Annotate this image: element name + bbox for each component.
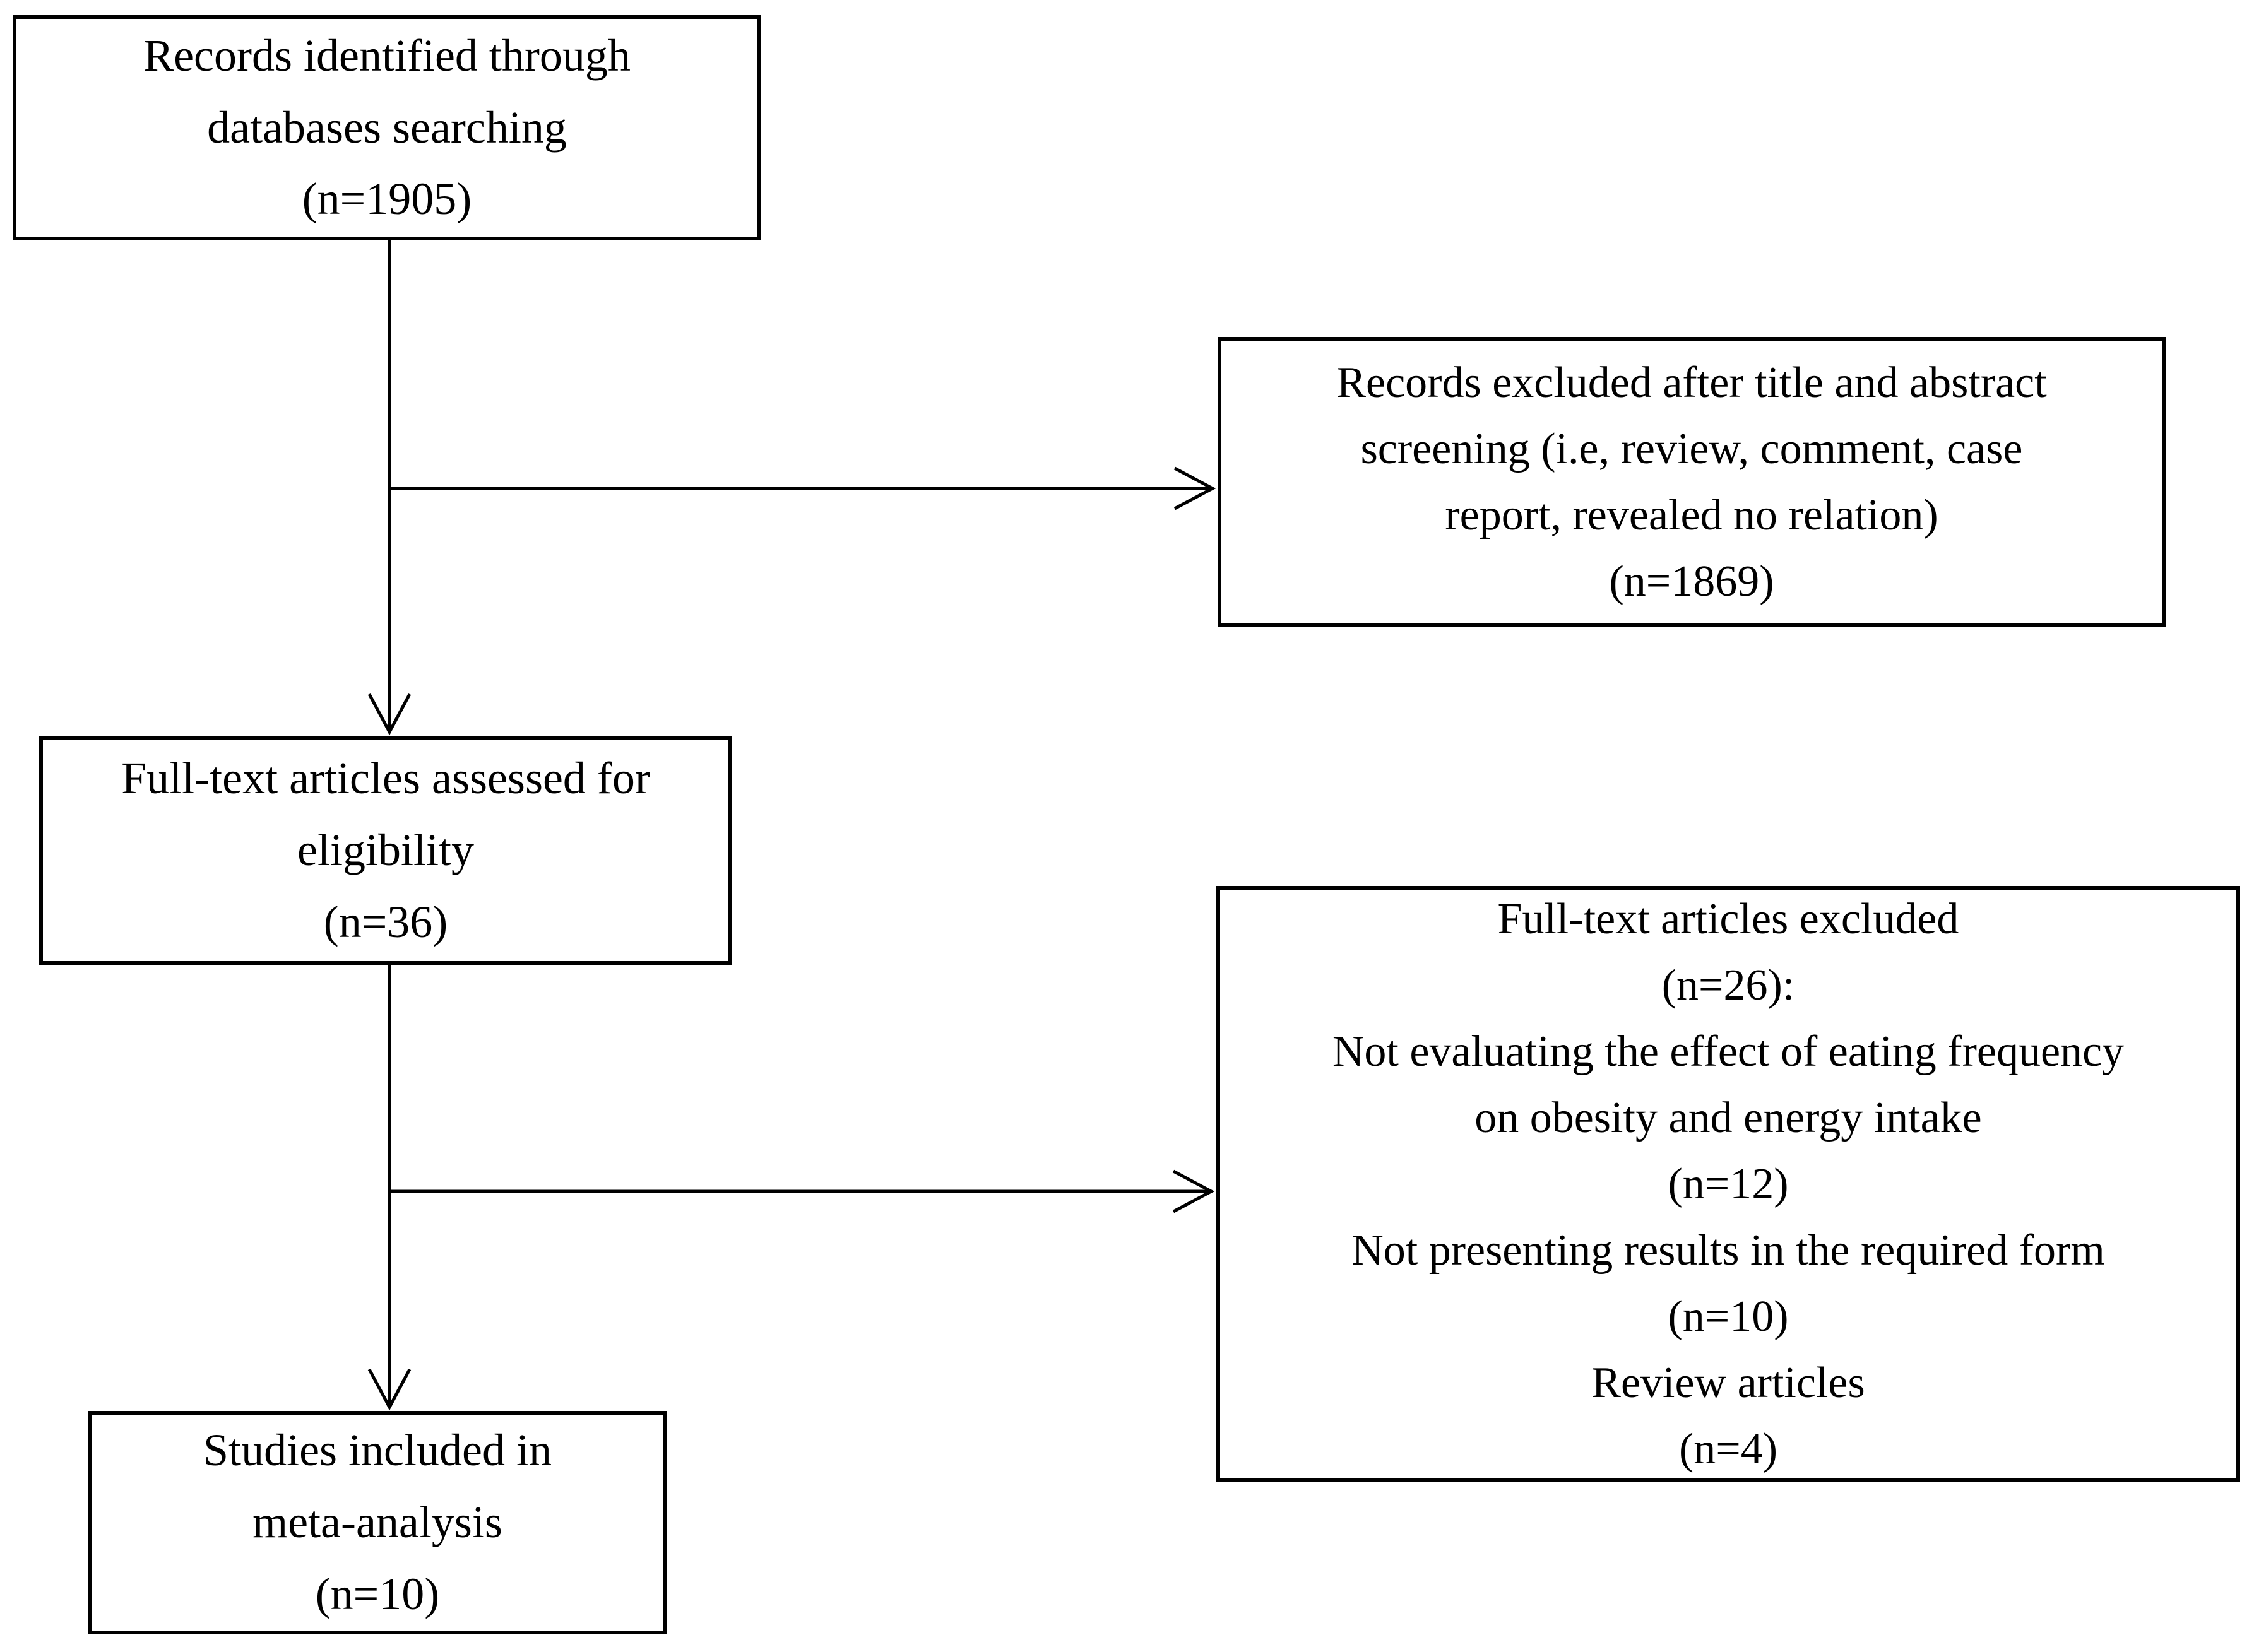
arrow-down-icon (367, 693, 412, 736)
node-fulltext-articles-excluded: Full-text articles excluded (n=26): Not … (1216, 886, 2240, 1482)
arrow-down-icon (367, 1368, 412, 1411)
arrow-right-icon (1173, 466, 1216, 510)
node-fulltext-articles-assessed: Full-text articles assessed for eligibil… (39, 736, 732, 965)
arrow-right-icon (1172, 1169, 1215, 1213)
node-records-excluded-title-abstract: Records excluded after title and abstrac… (1218, 337, 2166, 627)
edge-assessed-to-included (367, 965, 412, 1411)
edge-identified-to-assessed (367, 240, 412, 736)
node-records-identified: Records identified through databases sea… (13, 15, 761, 240)
edge-identified-to-records-excluded (389, 466, 1216, 510)
node-studies-included-meta-analysis: Studies included in meta-analysis (n=10) (88, 1411, 667, 1634)
edge-assessed-to-fulltext-excluded (389, 1169, 1215, 1213)
